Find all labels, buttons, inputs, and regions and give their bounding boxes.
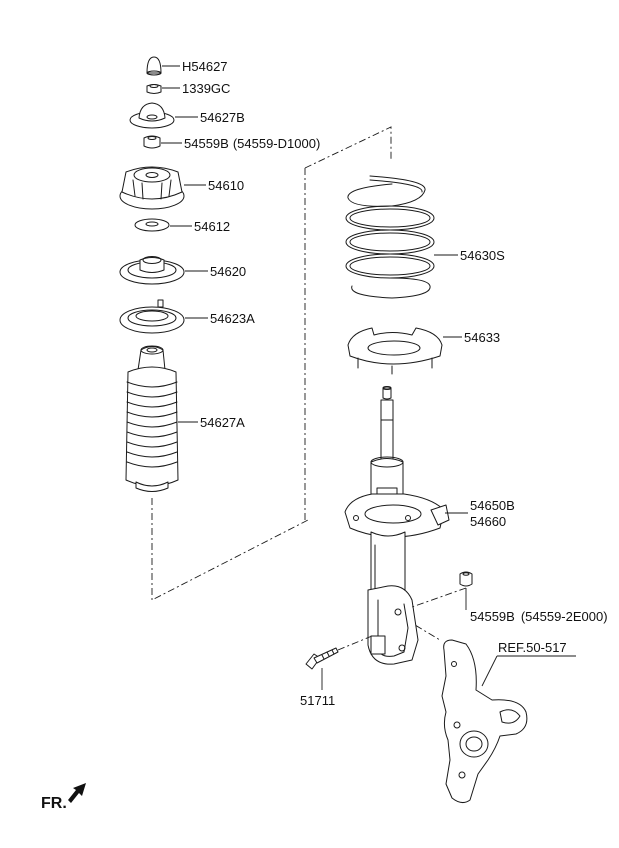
washer-54612: 54612 — [134, 218, 230, 234]
label-54559b-bottom: 54559B(54559-2E000) — [470, 609, 608, 624]
label-54627a: 54627A — [200, 415, 245, 430]
coil-spring-54630s: 54630S — [345, 175, 505, 299]
label-54627b: 54627B — [200, 110, 245, 125]
strut-assembly-54650b: 54650B 54660 — [344, 386, 515, 665]
front-direction-arrow-icon — [68, 783, 86, 803]
nut-54559b-bottom: 54559B(54559-2E000) — [411, 571, 608, 624]
nut-54559b-top: 54559B(54559-D1000) — [143, 135, 320, 151]
label-front: FR. — [41, 795, 67, 812]
front-indicator: FR. — [41, 783, 86, 812]
label-54633: 54633 — [464, 330, 500, 345]
label-54612: 54612 — [194, 219, 230, 234]
label-54650b: 54650B — [470, 498, 515, 513]
label-51711: 51711 — [300, 693, 335, 708]
bolt-51711: 51711 — [300, 635, 373, 708]
label-54559b-top: 54559B(54559-D1000) — [184, 136, 320, 151]
spring-seat-54623a: 54623A — [119, 299, 255, 334]
nut-1339gc: 1339GC — [146, 81, 230, 96]
bearing-54620: 54620 — [119, 256, 246, 285]
assembly-boundary — [151, 126, 441, 641]
cap-h54627: H54627 — [146, 56, 228, 76]
label-54623a: 54623A — [210, 311, 255, 326]
label-ref-50-517: REF.50-517 — [498, 640, 567, 655]
label-1339gc: 1339GC — [182, 81, 230, 96]
label-54630s: 54630S — [460, 248, 505, 263]
label-54610: 54610 — [208, 178, 244, 193]
washer-54627b: 54627B — [129, 102, 245, 129]
label-h54627: H54627 — [182, 59, 228, 74]
label-54620: 54620 — [210, 264, 246, 279]
spring-pad-54633: 54633 — [347, 327, 500, 375]
dust-boot-54627a: 54627A — [125, 345, 245, 492]
knuckle-ref-50-517: REF.50-517 — [441, 639, 576, 804]
strut-mount-54610: 54610 — [119, 166, 244, 210]
label-54660: 54660 — [470, 514, 506, 529]
